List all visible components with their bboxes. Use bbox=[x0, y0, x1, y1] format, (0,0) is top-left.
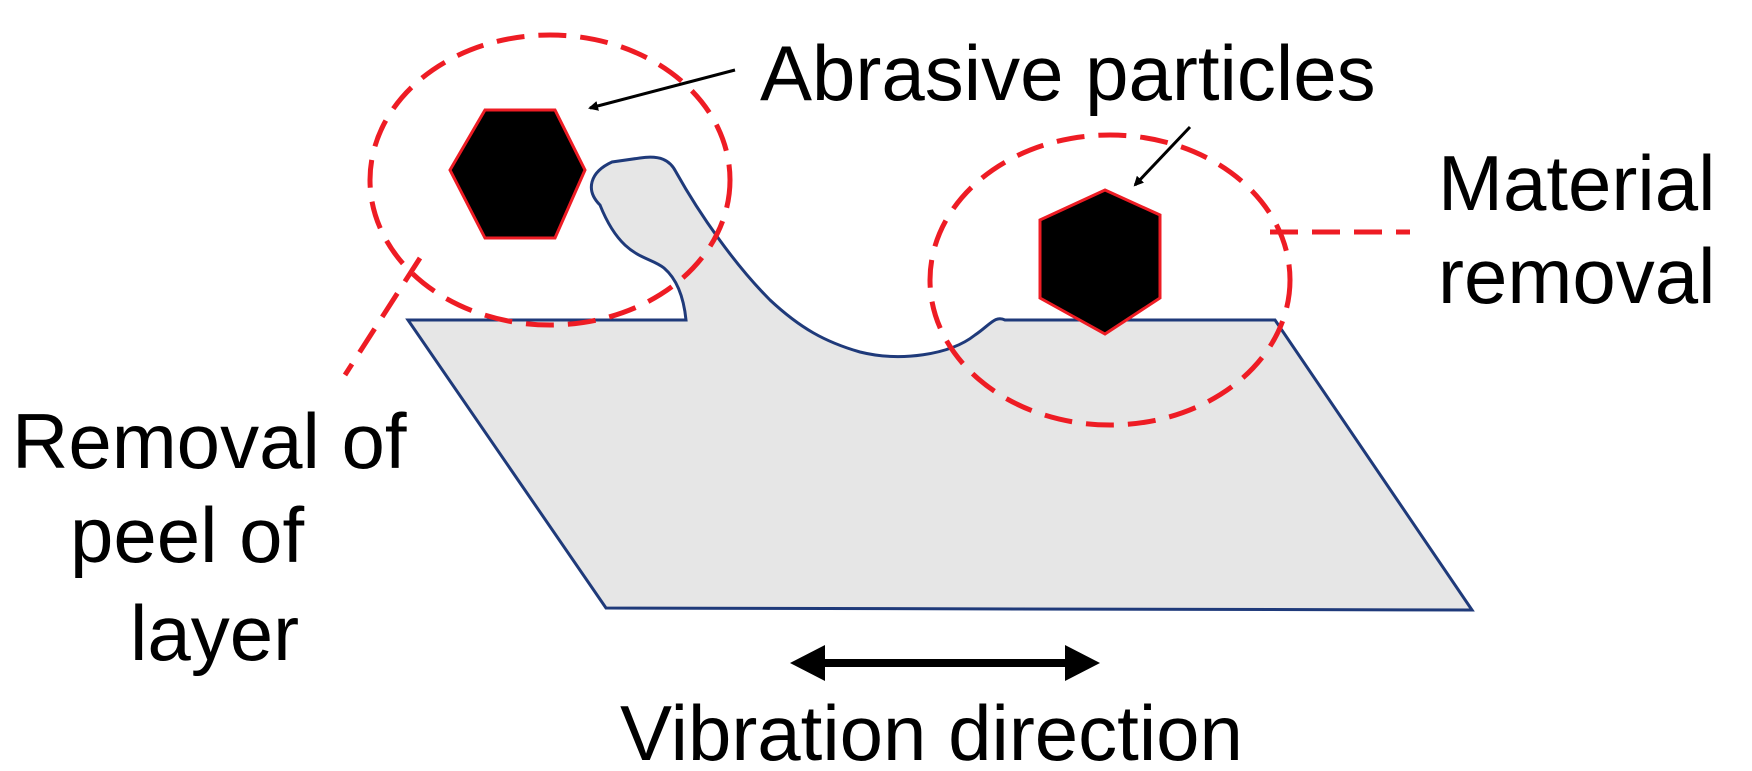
abrasive-particle-left-icon bbox=[448, 108, 587, 240]
workpiece-shape bbox=[405, 155, 1475, 612]
abrasive-label-arrow bbox=[588, 68, 736, 111]
peel-removal-label-line1: Removal of bbox=[12, 397, 407, 485]
vibration-arrow-right-head bbox=[1065, 645, 1100, 681]
abrasive-particle-right-icon bbox=[1038, 188, 1162, 336]
material-removal-label-line1: Material bbox=[1438, 139, 1715, 227]
peel-removal-label-line3: layer bbox=[130, 589, 299, 677]
peel-highlight-ellipse bbox=[367, 32, 733, 328]
peel-removal-label-line2: peel of bbox=[70, 491, 305, 579]
material-removal-label-line2: removal bbox=[1438, 232, 1715, 320]
material-particle-arrow bbox=[1133, 125, 1192, 187]
vibration-direction-label: Vibration direction bbox=[620, 689, 1243, 771]
material-highlight-ellipse bbox=[927, 132, 1293, 428]
vibration-arrow-left-head bbox=[790, 645, 825, 681]
abrasive-particles-label: Abrasive particles bbox=[760, 29, 1376, 117]
peel-highlight-leader bbox=[342, 256, 423, 377]
